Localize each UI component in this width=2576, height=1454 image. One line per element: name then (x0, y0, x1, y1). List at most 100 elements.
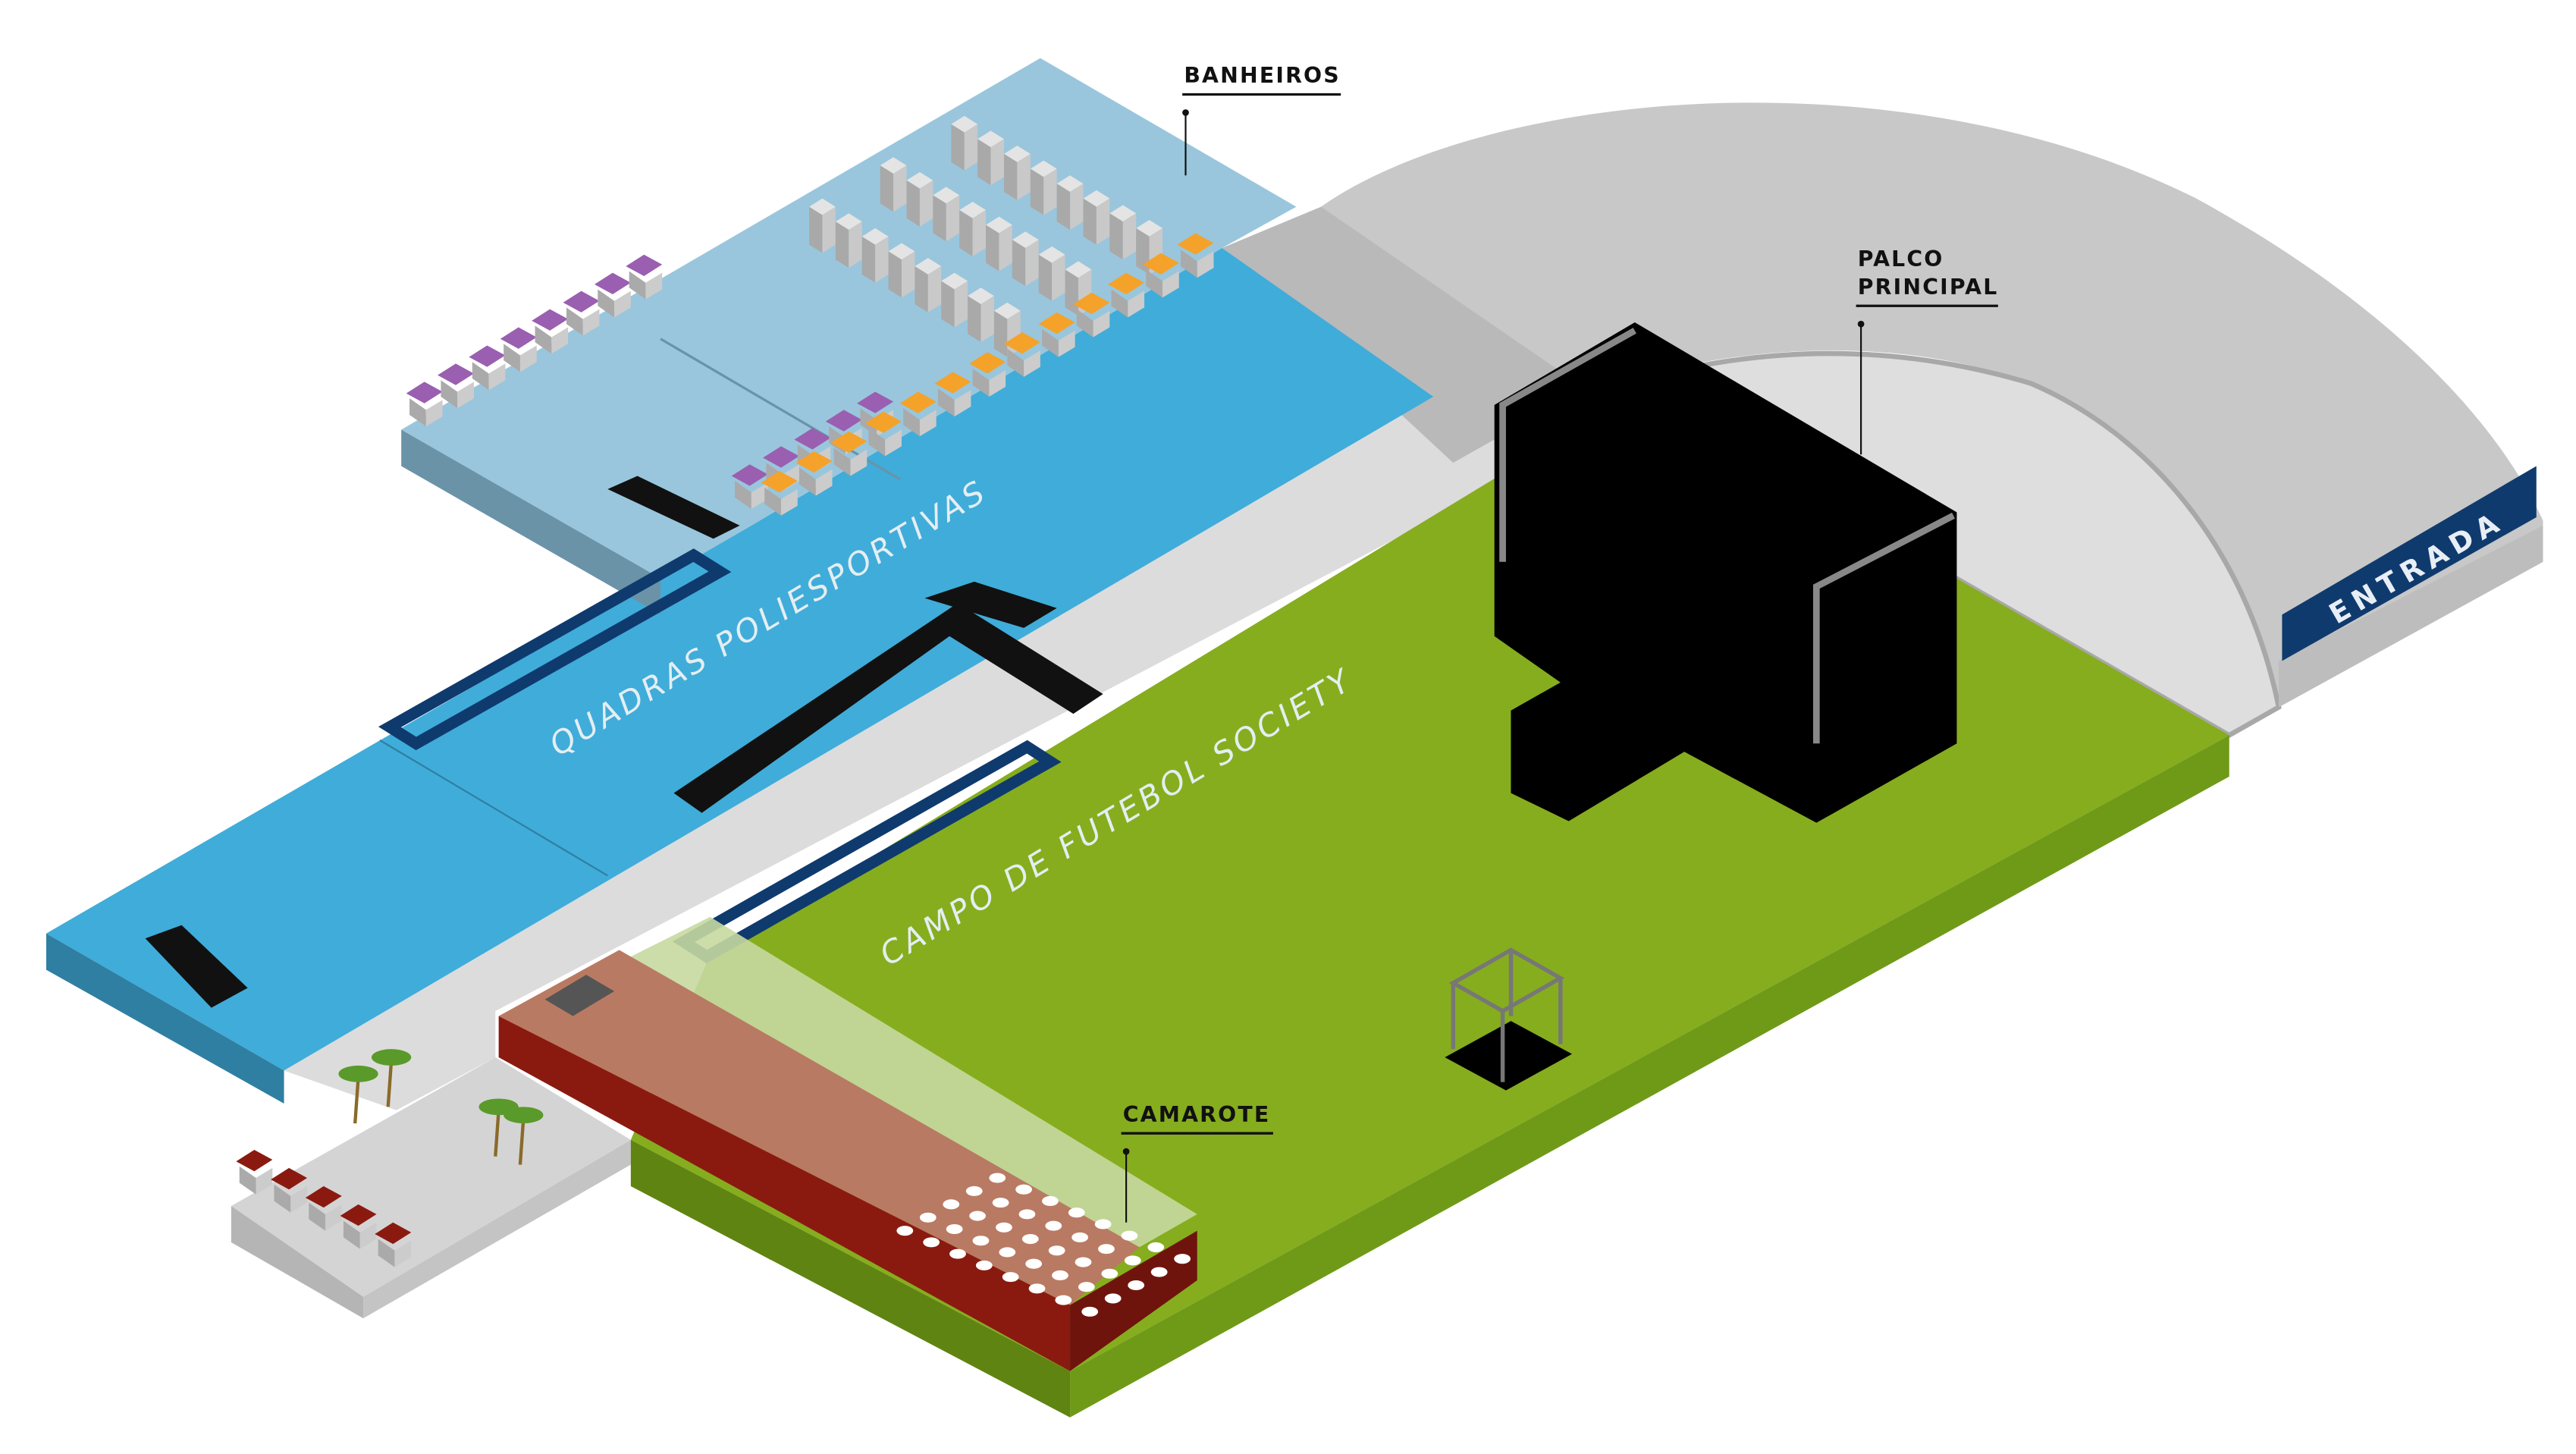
camarote-table (1055, 1295, 1072, 1305)
palm-leaves (504, 1107, 544, 1124)
palco-dot (1857, 320, 1865, 328)
tent-roof (236, 1149, 273, 1172)
camarote-table (972, 1236, 990, 1246)
camarote-table (1104, 1293, 1122, 1304)
palm-trees (338, 1049, 544, 1165)
camarote-table (989, 1173, 1006, 1183)
tents (236, 233, 1214, 1267)
bathroom-unit (964, 124, 978, 171)
palm-trunk (353, 1076, 360, 1124)
tent (1146, 269, 1163, 298)
tent-roof (594, 272, 631, 294)
bridge-2[interactable] (673, 603, 1103, 813)
camarote-table (975, 1260, 993, 1270)
bathroom-unit (927, 265, 942, 312)
tent (850, 449, 868, 476)
bathroom-unit (933, 195, 946, 242)
camarote-table (1098, 1244, 1115, 1255)
bathroom-unit (1038, 254, 1053, 301)
stand-1 (145, 925, 248, 1008)
tent (551, 327, 569, 354)
bathroom-unit (822, 206, 836, 253)
lounge-face-right (363, 1139, 631, 1319)
bathroom-unit (977, 139, 991, 186)
bathroom-unit (1003, 153, 1018, 200)
camarote-label: CAMAROTE (1123, 1102, 1271, 1127)
tent (309, 1202, 325, 1231)
tent-roof (500, 327, 537, 349)
camarote-table (1025, 1258, 1043, 1269)
tent-roof (469, 345, 506, 367)
bridge-3[interactable] (924, 581, 1057, 628)
camarote-table (943, 1199, 960, 1210)
camarote-table (969, 1211, 987, 1221)
tent (1180, 250, 1197, 278)
tent (290, 1185, 308, 1213)
tent (1007, 348, 1024, 377)
palm-leaves (338, 1065, 378, 1082)
bathroom-unit (954, 281, 968, 328)
court-basin-1[interactable] (378, 548, 732, 751)
tent (751, 482, 768, 510)
tent (833, 448, 851, 476)
court-front-face (45, 933, 284, 1104)
camarote-glass-area (627, 916, 1197, 1248)
tent (972, 368, 990, 397)
camarote-table (1078, 1282, 1095, 1292)
tent (472, 362, 489, 391)
camarote-dot (1122, 1148, 1130, 1155)
main-stage[interactable] (1494, 322, 1957, 823)
tent (256, 1167, 273, 1195)
tent (409, 398, 426, 427)
tent (1093, 310, 1110, 338)
camarote-table (1081, 1306, 1099, 1317)
tent-roof (731, 464, 768, 486)
bathroom-unit (972, 209, 987, 256)
bathroom-unit (999, 225, 1012, 272)
bathroom-unit (959, 209, 973, 256)
bathroom-unit (946, 195, 960, 242)
court-divider (379, 739, 608, 877)
camarote-table (1068, 1207, 1085, 1218)
tent-roof (794, 428, 831, 450)
camarote-table (1042, 1195, 1059, 1206)
tent (1111, 289, 1128, 318)
camarote-table (1128, 1280, 1145, 1291)
bathroom-unit (809, 206, 823, 253)
camarote-table (1075, 1257, 1092, 1267)
bathroom-unit (981, 296, 994, 343)
bathroom-unit (1083, 198, 1097, 245)
camarote-table (1174, 1254, 1191, 1264)
tent-roof (899, 391, 937, 413)
bathroom-unit (1109, 213, 1123, 260)
camarote-front (498, 1016, 1071, 1371)
bathroom-unit (1096, 198, 1110, 245)
tent (488, 363, 506, 391)
tent-roof (763, 446, 799, 468)
stage-truss-right (1812, 512, 1956, 744)
bathroom-unit (941, 281, 955, 328)
banheiros-label: BANHEIROS (1184, 63, 1341, 88)
arch-side (2279, 525, 2543, 708)
tent (1042, 328, 1059, 357)
tent (1024, 350, 1040, 377)
camarote-table (1015, 1184, 1032, 1195)
camarote-table (1150, 1267, 1168, 1277)
tent (598, 289, 615, 318)
camarote-table (896, 1226, 914, 1236)
tent (1162, 271, 1179, 298)
camarote-bar (544, 975, 615, 1016)
tent-roof (626, 254, 663, 277)
bathroom-unit (986, 225, 999, 272)
tent (735, 481, 751, 510)
tent (394, 1240, 412, 1267)
tent (566, 307, 583, 336)
bridge-1[interactable] (607, 476, 740, 539)
tent-roof (795, 451, 833, 473)
bathroom-unit (990, 139, 1004, 186)
tent-roof (340, 1204, 377, 1226)
tent (457, 382, 474, 409)
camarote-table (1002, 1272, 1019, 1283)
tent-roof (532, 309, 569, 331)
court-area (45, 248, 1434, 1071)
